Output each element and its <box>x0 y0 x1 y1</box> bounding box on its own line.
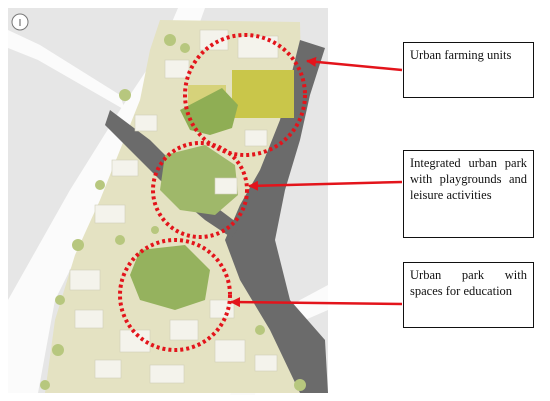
callout-integrated-park: Integrated urban park with playgrounds a… <box>403 150 534 238</box>
river <box>225 40 328 393</box>
highlight-circle-park <box>151 141 249 239</box>
park-central <box>160 145 238 215</box>
compass-icon <box>11 13 29 31</box>
highlight-circle-farming <box>183 33 307 157</box>
compass-label: I <box>19 18 22 29</box>
park-north <box>180 88 238 135</box>
callout-urban-farming: Urban farming units <box>403 42 534 98</box>
callout-education-park: Urban park with spaces for education <box>403 262 534 328</box>
trees <box>40 34 306 391</box>
arrow-to-education <box>230 297 403 308</box>
road-northwest <box>8 30 125 110</box>
park-south <box>130 245 210 310</box>
farmland <box>232 70 294 118</box>
arrow-to-park <box>248 180 403 191</box>
highlight-circle-education <box>118 238 232 352</box>
arrow-to-farming <box>306 56 403 72</box>
